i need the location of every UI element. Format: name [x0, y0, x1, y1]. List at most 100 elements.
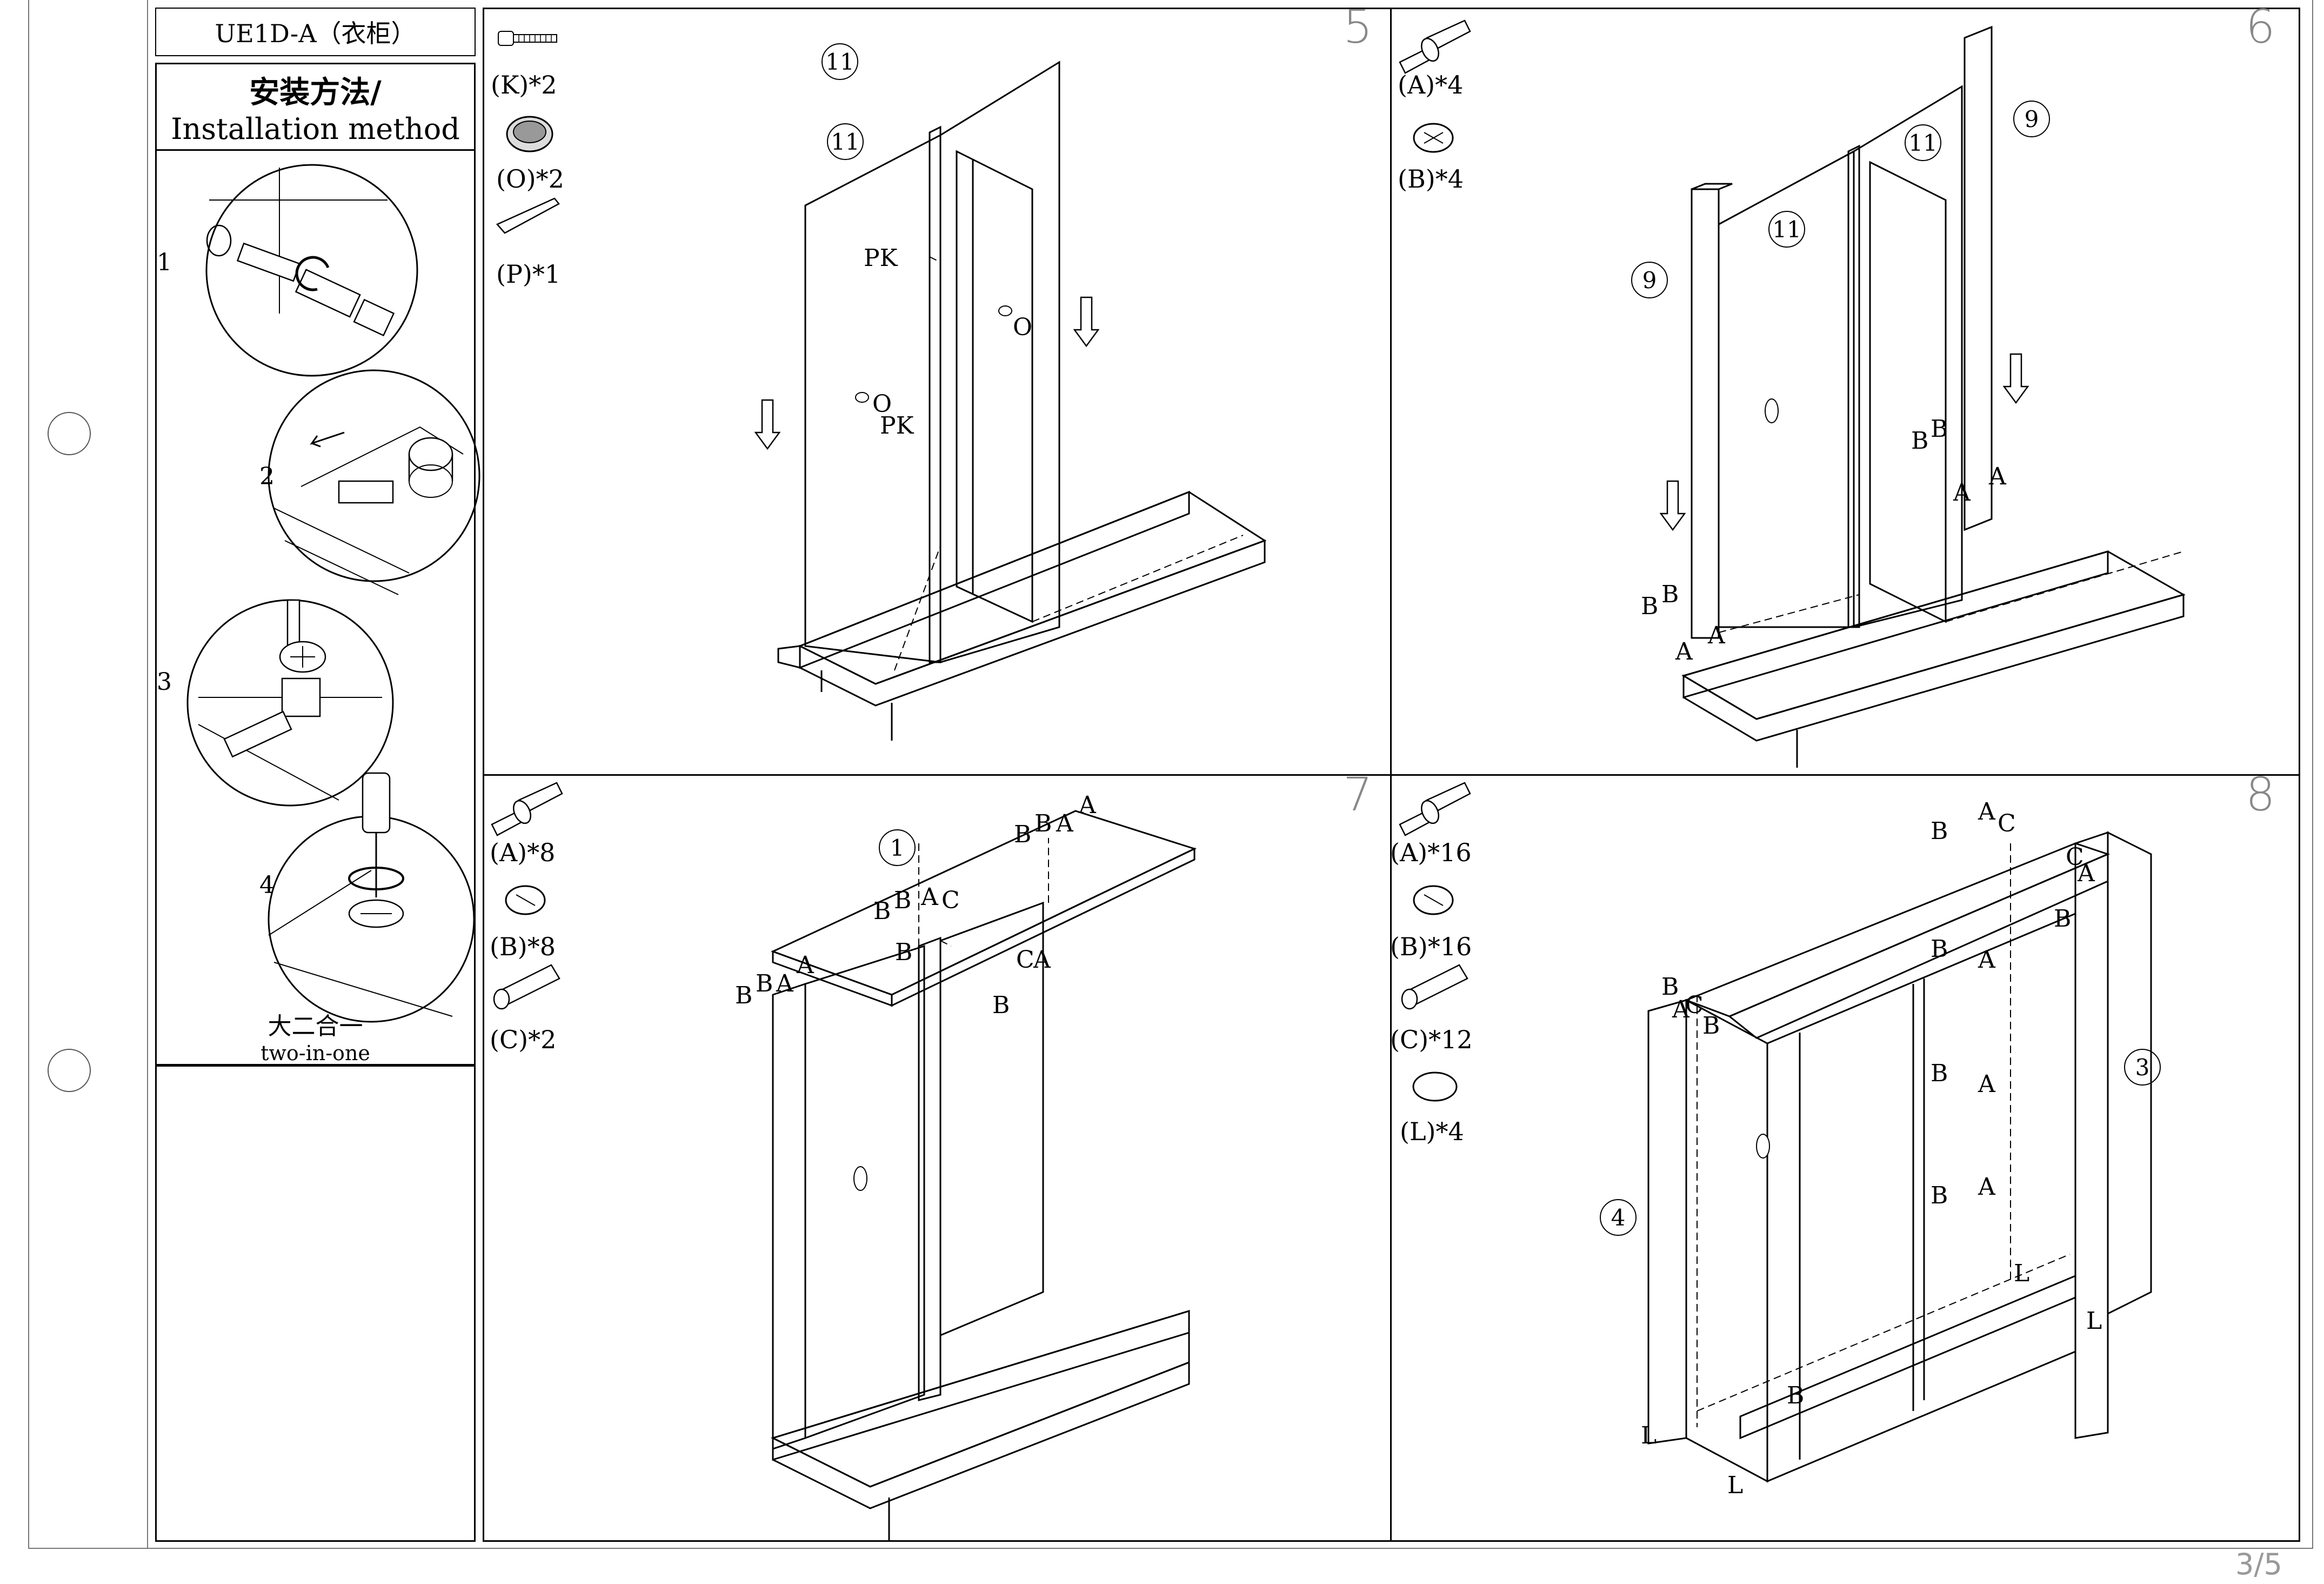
callout-b: B: [1931, 1060, 1948, 1087]
step-number: 5: [1343, 0, 1373, 54]
method-illustrations: [186, 164, 480, 1023]
part-count-b: (B)*4: [1398, 164, 1464, 194]
method-title: 安装方法/ Installation method: [157, 64, 474, 151]
page-frame: [28, 0, 2313, 1549]
part-icons: [1399, 782, 1471, 1102]
step-6-drawing: [1659, 25, 2186, 768]
callout-c: C: [1685, 991, 1704, 1019]
callout-pk: PK: [864, 244, 898, 272]
callout-b: B: [735, 982, 753, 1009]
part-count-b: (B)*16: [1390, 932, 1472, 961]
model-label: UE1D-A（衣柜）: [215, 19, 416, 48]
method-step-label: 2: [259, 463, 275, 490]
step-number: 6: [2246, 0, 2275, 54]
callout-c: C: [2066, 843, 2084, 871]
callout-b: B: [1911, 427, 1929, 455]
callout-l: L: [2014, 1260, 2030, 1287]
callout-b: B: [1034, 810, 1052, 837]
callout-b: B: [1661, 973, 1679, 1001]
callout-a: A: [797, 951, 814, 979]
callout-l: L: [1641, 1422, 1657, 1449]
callout-c: C: [941, 887, 960, 914]
step-8-drawing: [1647, 831, 2152, 1483]
callout-b: B: [1661, 581, 1679, 608]
callout-a: A: [921, 883, 938, 911]
page-number: 3/5: [2235, 1547, 2282, 1581]
step-5-drawing: [754, 61, 1267, 741]
part-count-a: (A)*4: [1398, 70, 1464, 99]
panel-label-11: 11: [827, 123, 864, 160]
callout-a: A: [1672, 996, 1689, 1023]
step-number: 7: [1343, 768, 1373, 822]
part-count-c: (C)*12: [1390, 1025, 1473, 1054]
method-caption-cn: 大二合一: [268, 1013, 363, 1040]
part-icons: [1399, 19, 1471, 153]
callout-a: A: [1978, 1070, 1995, 1098]
part-count-c: (C)*2: [490, 1025, 557, 1054]
callout-a: A: [1708, 622, 1725, 649]
punch-hole: [48, 412, 91, 455]
callout-o: O: [1013, 314, 1033, 341]
method-caption-en: two-in-one: [261, 1041, 370, 1065]
callout-l: L: [1727, 1472, 1744, 1499]
step-number: 8: [2246, 768, 2275, 822]
callout-b: B: [1931, 935, 1948, 963]
model-header: UE1D-A（衣柜）: [155, 8, 476, 56]
part-count-k: (K)*2: [491, 70, 557, 99]
method-step-label: 1: [157, 249, 172, 276]
part-count-a: (A)*8: [490, 838, 556, 867]
callout-b: B: [1931, 415, 1948, 443]
callout-a: A: [1978, 1173, 1995, 1201]
part-count-l: (L)*4: [1400, 1117, 1464, 1146]
callout-o: O: [872, 390, 892, 418]
punch-hole: [48, 1049, 91, 1092]
callout-b: B: [895, 939, 913, 966]
panel-label-11: 11: [1905, 124, 1941, 161]
installation-method-panel: 安装方法/ Installation method: [155, 63, 476, 1066]
method-step-label: 3: [157, 668, 172, 696]
part-icons: [491, 782, 563, 1010]
callout-b: B: [1014, 821, 1032, 848]
callout-a: A: [1989, 463, 2006, 490]
callout-c: C: [1998, 810, 2016, 837]
step-7-drawing: [770, 810, 1197, 1541]
binding-margin-divider: [147, 0, 148, 1549]
part-icons: [496, 31, 560, 234]
panel-label-11: 11: [822, 43, 858, 80]
callout-c: C: [1016, 946, 1034, 974]
callout-b: B: [992, 991, 1010, 1019]
callout-b: B: [1931, 1182, 1948, 1209]
callout-a: A: [1978, 946, 1995, 974]
callout-a: A: [1953, 479, 1971, 507]
callout-b: B: [1702, 1012, 1720, 1040]
callout-a: A: [1978, 798, 1995, 826]
part-count-o: (O)*2: [496, 164, 564, 194]
callout-b: B: [2054, 905, 2072, 933]
part-count-p: (P)*1: [496, 259, 561, 289]
steps-grid-hdivider: [483, 774, 2300, 776]
panel-label-9: 9: [1631, 262, 1668, 298]
callout-b: B: [756, 970, 773, 997]
method-title-en: Installation method: [171, 111, 460, 146]
panel-label-4: 4: [1600, 1199, 1637, 1236]
callout-b: B: [1641, 593, 1659, 620]
callout-a: A: [1079, 791, 1096, 819]
method-title-cn: 安装方法/: [249, 74, 382, 110]
callout-b: B: [1787, 1382, 1805, 1409]
panel-label-3: 3: [2124, 1049, 2161, 1086]
callout-a: A: [1675, 638, 1693, 665]
callout-l: L: [2086, 1307, 2102, 1335]
panel-label-9: 9: [2013, 101, 2050, 137]
callout-a: A: [776, 970, 793, 997]
callout-pk: PK: [880, 412, 914, 440]
method-bottom-box: [155, 1065, 476, 1542]
callout-a: A: [2078, 860, 2095, 887]
callout-b: B: [873, 897, 891, 925]
part-count-a: (A)*16: [1390, 838, 1472, 867]
callout-a: A: [1033, 946, 1051, 974]
callout-b: B: [894, 887, 912, 914]
method-caption: 大二合一 two-in-one: [155, 1009, 476, 1065]
panel-label-1: 1: [879, 829, 916, 866]
method-step-label: 4: [259, 871, 275, 899]
callout-a: A: [1056, 810, 1073, 837]
